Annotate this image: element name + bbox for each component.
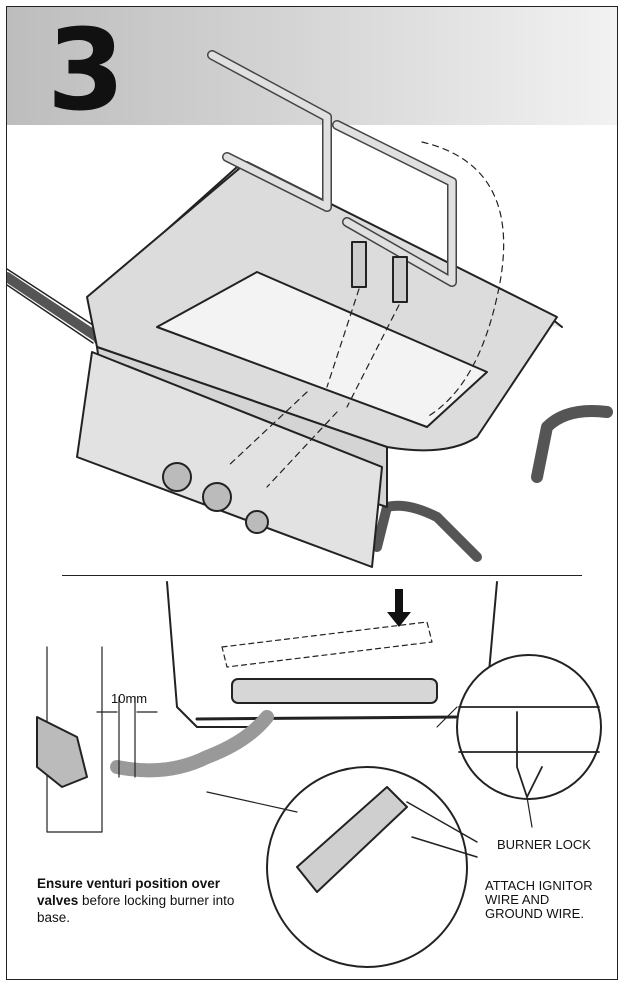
venturi-note-bold: Ensure venturi position over valves (37, 876, 221, 908)
base-wall-left (166, 581, 258, 728)
cart-rail-left-outline (7, 268, 100, 344)
venturi-tube-1 (351, 241, 367, 288)
control-knob-3 (245, 510, 269, 534)
ignitor-collector (296, 786, 408, 893)
assembly-illustration (7, 50, 613, 968)
burner-right-fill (333, 121, 456, 286)
cart-rail-right-lower (372, 500, 482, 562)
control-panel (76, 351, 383, 568)
burner-lock-callout (456, 654, 602, 800)
instruction-frame: 3 (6, 6, 618, 980)
leader-burner-lock (436, 706, 533, 828)
control-knob-2 (202, 482, 232, 512)
venturi-note-rest: before locking burner into base. (37, 893, 235, 925)
burner-lock-label: BURNER LOCK (497, 837, 591, 852)
valve-assembly (36, 716, 88, 788)
burner-ghost (221, 621, 433, 668)
dimension-line (96, 696, 158, 778)
venturi-pipe (110, 710, 274, 778)
dimension-label: 10mm (111, 691, 148, 706)
venturi-note: Ensure venturi position over valves befo… (37, 875, 237, 926)
control-knob-1 (162, 462, 192, 492)
venturi-tube-2 (392, 256, 408, 303)
attach-wire-label: ATTACH IGNITOR WIRE AND GROUND WIRE. (485, 878, 593, 921)
ignitor-callout (266, 766, 468, 968)
cart-rail-right (531, 405, 613, 483)
alignment-lines (226, 141, 505, 488)
burner-installed (231, 678, 438, 704)
firebox-floor (156, 271, 488, 428)
burner-top-fill (208, 51, 331, 211)
base-plate (195, 715, 459, 721)
step-number: 3 (47, 6, 125, 136)
section-divider (62, 575, 582, 576)
drop-arrow (387, 589, 411, 627)
ignitor-wires (406, 801, 478, 858)
leader-ignitor (206, 791, 298, 813)
burner-lock-detail (458, 706, 600, 798)
